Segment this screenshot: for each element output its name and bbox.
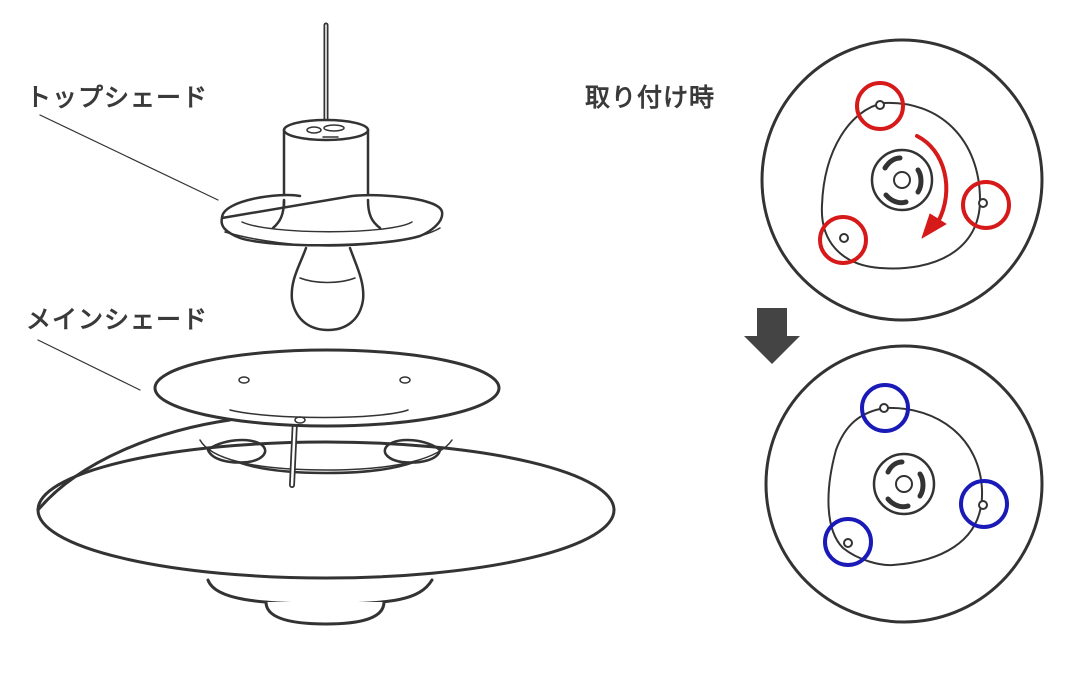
main-shade-leader-line — [37, 339, 141, 391]
highlight-marker — [959, 479, 1009, 529]
top-shade-leader-line — [39, 114, 219, 201]
highlight-marker — [860, 383, 910, 433]
after-attach-panel — [764, 344, 1044, 624]
main-shade-illustration — [36, 348, 616, 626]
before-attach-panel — [760, 38, 1044, 322]
attach-time-label: 取り付け時 — [585, 83, 716, 112]
highlight-marker — [961, 180, 1011, 230]
clockwise-arrow-icon — [915, 134, 949, 239]
top-shade-illustration — [220, 22, 444, 332]
down-arrow-icon — [744, 308, 800, 364]
highlight-marker — [823, 517, 873, 567]
highlight-marker — [818, 215, 868, 265]
highlight-marker — [855, 81, 905, 131]
main-shade-label: メインシェード — [26, 305, 209, 334]
top-shade-label: トップシェード — [26, 83, 209, 112]
